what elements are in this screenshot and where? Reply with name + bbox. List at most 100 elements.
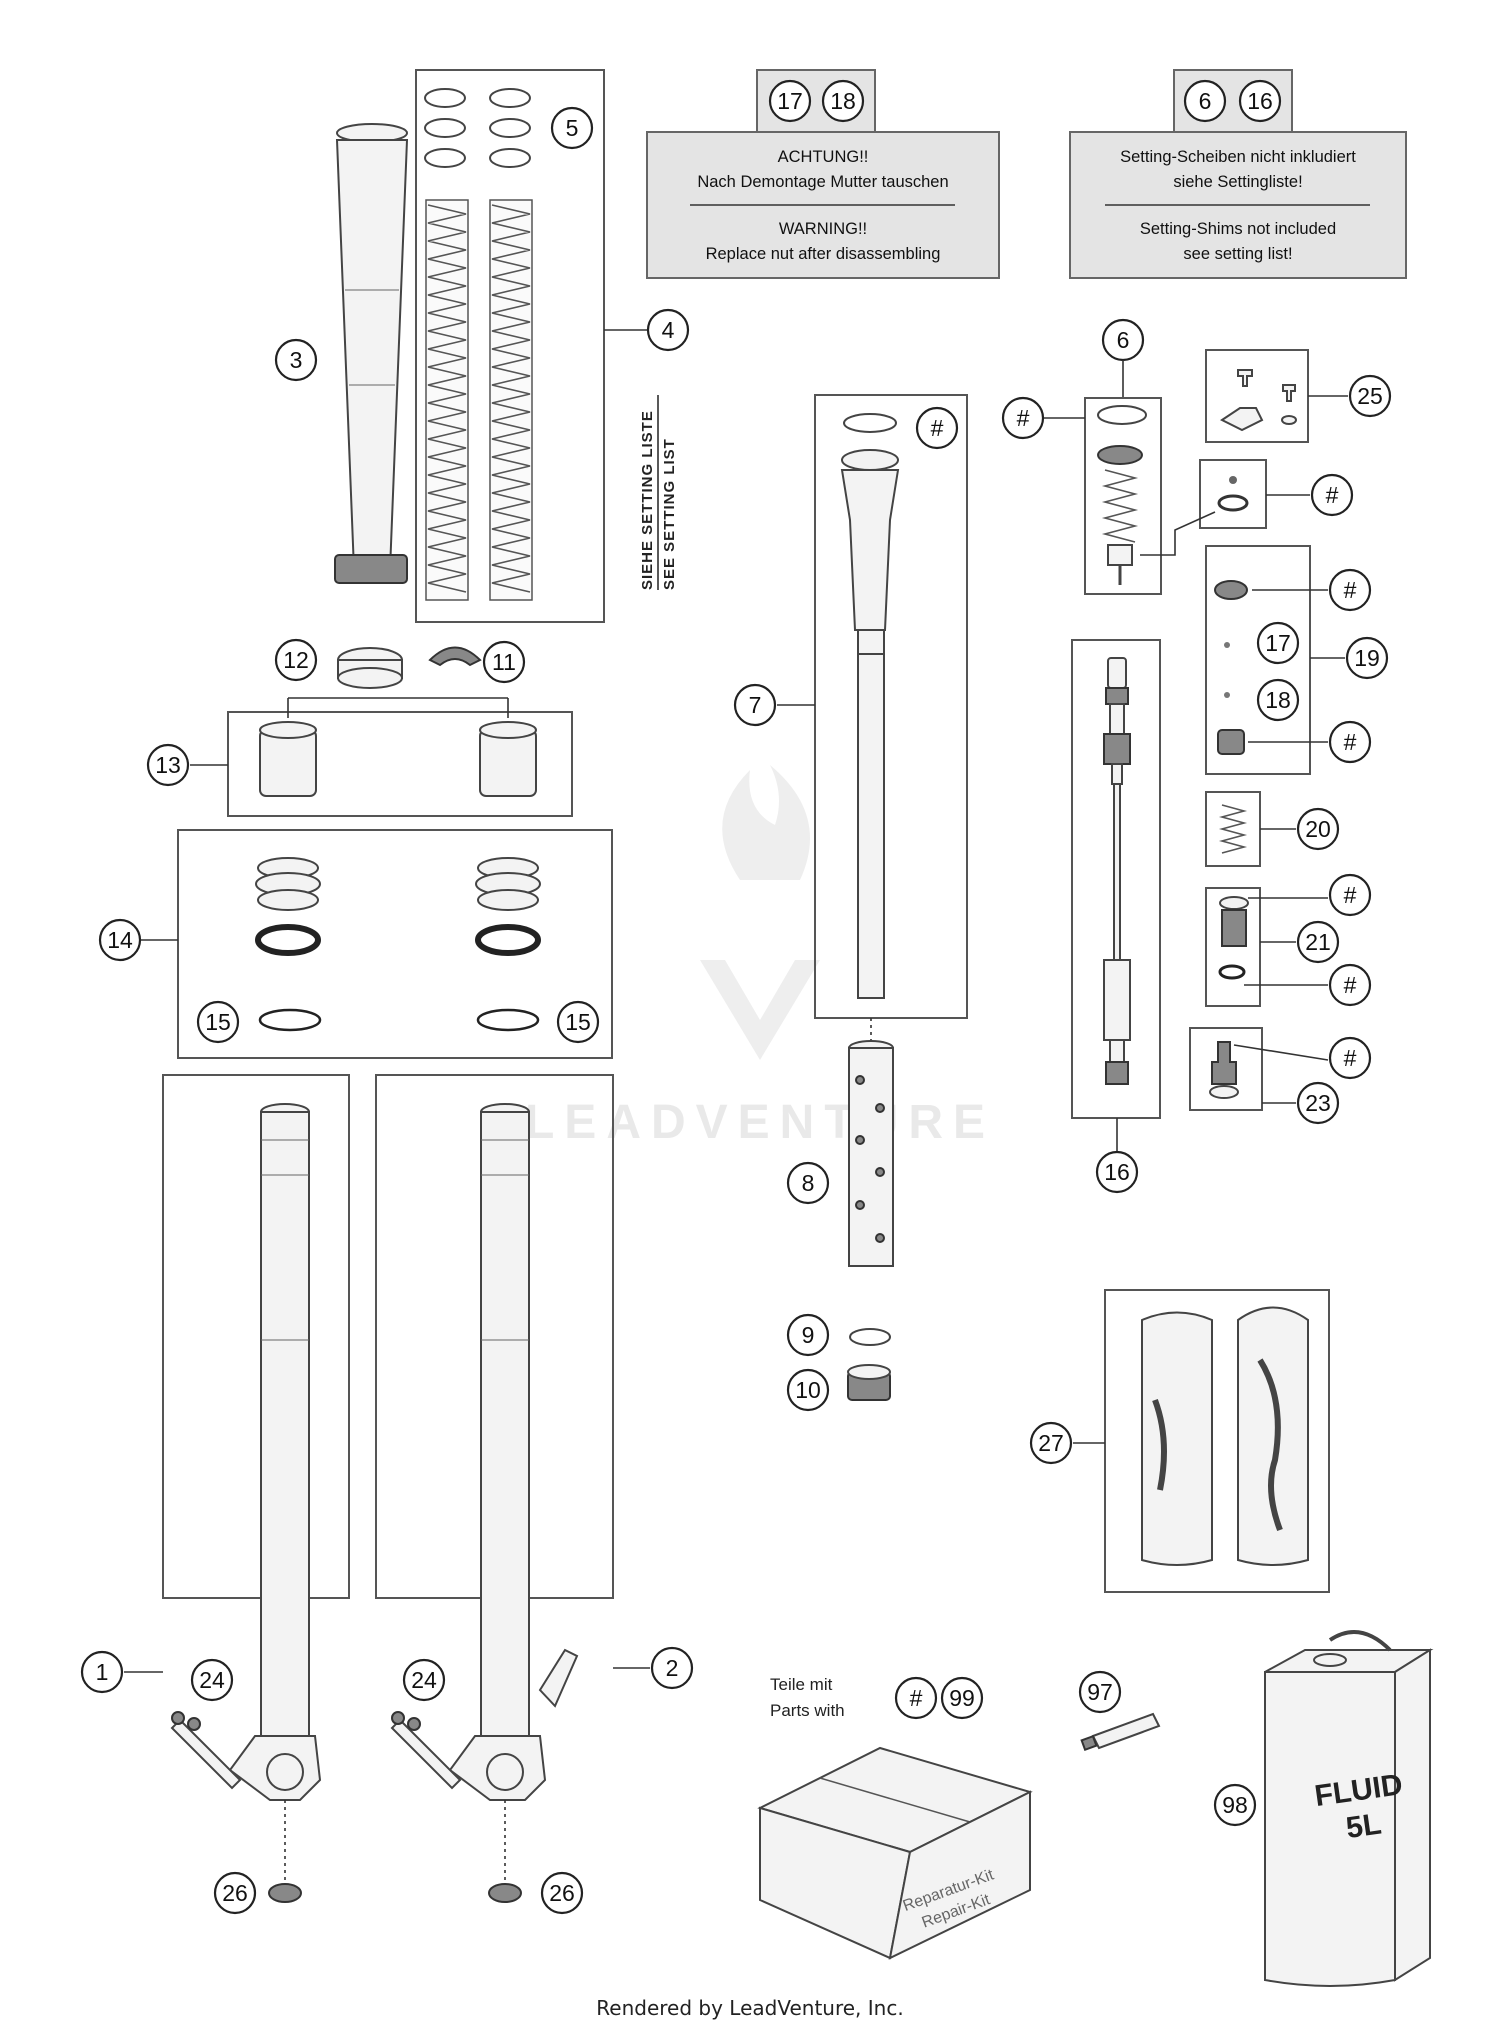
callout-13: 13 — [146, 743, 190, 787]
shims-de-line2: siehe Settingliste! — [1173, 173, 1302, 191]
callout-98: 98 — [1213, 1783, 1257, 1827]
footer-credit: Rendered by LeadVenture, Inc. — [596, 1996, 903, 2020]
part-26-right-bolt — [488, 1883, 522, 1903]
callout-15-left: 15 — [196, 1000, 240, 1044]
callout-2: 2 — [650, 1646, 694, 1690]
warning-en-title: WARNING!! — [779, 220, 867, 238]
svg-text:27: 27 — [1038, 1430, 1064, 1456]
warning-de-title: ACHTUNG!! — [778, 148, 869, 166]
svg-text:#: # — [1344, 972, 1357, 998]
svg-text:19: 19 — [1354, 645, 1380, 671]
svg-text:#: # — [931, 415, 944, 441]
svg-text:#: # — [1344, 577, 1357, 603]
part-12-nut — [337, 647, 403, 689]
svg-text:#: # — [1344, 1045, 1357, 1071]
svg-text:9: 9 — [802, 1322, 815, 1348]
svg-text:18: 18 — [1265, 687, 1291, 713]
warning-en-text: Replace nut after disassembling — [706, 245, 941, 263]
svg-text:#: # — [1326, 482, 1339, 508]
svg-text:17: 17 — [777, 88, 803, 114]
part-13-bushings — [259, 721, 537, 797]
callout-hash-21-top: # — [1328, 873, 1372, 917]
callout-6-note: 6 — [1183, 79, 1227, 123]
callout-24-left: 24 — [190, 1658, 234, 1702]
part-5-rings — [424, 88, 531, 168]
warning-de-text: Nach Demontage Mutter tauschen — [697, 173, 948, 191]
callout-27: 27 — [1029, 1421, 1073, 1465]
callout-4: 4 — [646, 308, 690, 352]
callout-hash-19-top: # — [1328, 568, 1372, 612]
part-6-compression-assembly — [1097, 405, 1147, 585]
part-26-left-bolt — [268, 1883, 302, 1903]
part-25-screws — [1220, 369, 1297, 432]
svg-text:23: 23 — [1305, 1090, 1331, 1116]
svg-text:1: 1 — [96, 1659, 109, 1685]
svg-text:6: 6 — [1117, 327, 1130, 353]
callout-23: 23 — [1296, 1081, 1340, 1125]
callout-8: 8 — [786, 1161, 830, 1205]
part-7-cartridge — [840, 413, 900, 999]
svg-text:15: 15 — [565, 1009, 591, 1035]
svg-text:#: # — [1344, 729, 1357, 755]
svg-text:26: 26 — [222, 1880, 248, 1906]
svg-text:24: 24 — [199, 1667, 225, 1693]
setting-list-de: SIEHE SETTING LISTE — [639, 410, 656, 590]
box-14 — [177, 829, 613, 1059]
callout-hash-kit: # — [894, 1676, 938, 1720]
callout-hash-cap: # — [1310, 473, 1354, 517]
callout-26-left: 26 — [213, 1871, 257, 1915]
callout-17: 17 — [1256, 621, 1300, 665]
callout-hash-23: # — [1328, 1036, 1372, 1080]
callout-3: 3 — [274, 338, 318, 382]
svg-text:16: 16 — [1104, 1159, 1130, 1185]
svg-text:5: 5 — [566, 115, 579, 141]
callout-15-right: 15 — [556, 1000, 600, 1044]
callout-21: 21 — [1296, 920, 1340, 964]
svg-text:#: # — [1017, 405, 1030, 431]
callout-25: 25 — [1348, 374, 1392, 418]
box-19 — [1205, 545, 1311, 775]
svg-text:4: 4 — [662, 317, 675, 343]
callout-5: 5 — [550, 106, 594, 150]
svg-text:20: 20 — [1305, 816, 1331, 842]
part-10-nut — [847, 1364, 891, 1401]
watermark-text: LEADVENTURE — [525, 1096, 995, 1149]
callout-97: 97 — [1078, 1670, 1122, 1714]
callout-10: 10 — [786, 1368, 830, 1412]
svg-text:25: 25 — [1357, 383, 1383, 409]
svg-text:#: # — [1344, 882, 1357, 908]
callout-20: 20 — [1296, 807, 1340, 851]
svg-text:12: 12 — [283, 647, 309, 673]
svg-text:7: 7 — [749, 692, 762, 718]
part-16-damper-rod — [1103, 657, 1131, 1085]
svg-text:17: 17 — [1265, 630, 1291, 656]
box-springs-4-5 — [415, 69, 605, 623]
callout-9: 9 — [786, 1313, 830, 1357]
svg-text:11: 11 — [492, 649, 516, 675]
callout-18-note: 18 — [821, 79, 865, 123]
callout-26-right: 26 — [540, 1871, 584, 1915]
svg-text:6: 6 — [1199, 88, 1212, 114]
box-7-cartridge — [814, 394, 968, 1019]
box-20 — [1205, 791, 1261, 867]
part-2-right-inner-tube — [390, 1103, 579, 1801]
box-cap-part — [1199, 459, 1267, 529]
svg-text:24: 24 — [411, 1667, 437, 1693]
shims-note: Setting-Scheiben nicht inkludiert siehe … — [1069, 69, 1407, 279]
box-6 — [1084, 397, 1162, 595]
callout-99: 99 — [940, 1676, 984, 1720]
repair-kit-box: Reparatur-Kit Repair-Kit — [757, 1746, 1033, 1960]
part-3-outer-tube — [334, 123, 409, 584]
svg-text:#: # — [910, 1685, 923, 1711]
callout-14: 14 — [98, 918, 142, 962]
svg-text:99: 99 — [949, 1685, 975, 1711]
fluid-label-line2: 5L — [1344, 1807, 1383, 1845]
callout-7: 7 — [733, 683, 777, 727]
box-25 — [1205, 349, 1309, 443]
part-98-fluid-can: FLUID 5L — [1264, 1630, 1434, 1987]
callout-16: 16 — [1095, 1150, 1139, 1194]
svg-text:14: 14 — [107, 927, 133, 953]
svg-text:16: 16 — [1247, 88, 1273, 114]
kit-note-line2: Parts with — [770, 1701, 845, 1720]
